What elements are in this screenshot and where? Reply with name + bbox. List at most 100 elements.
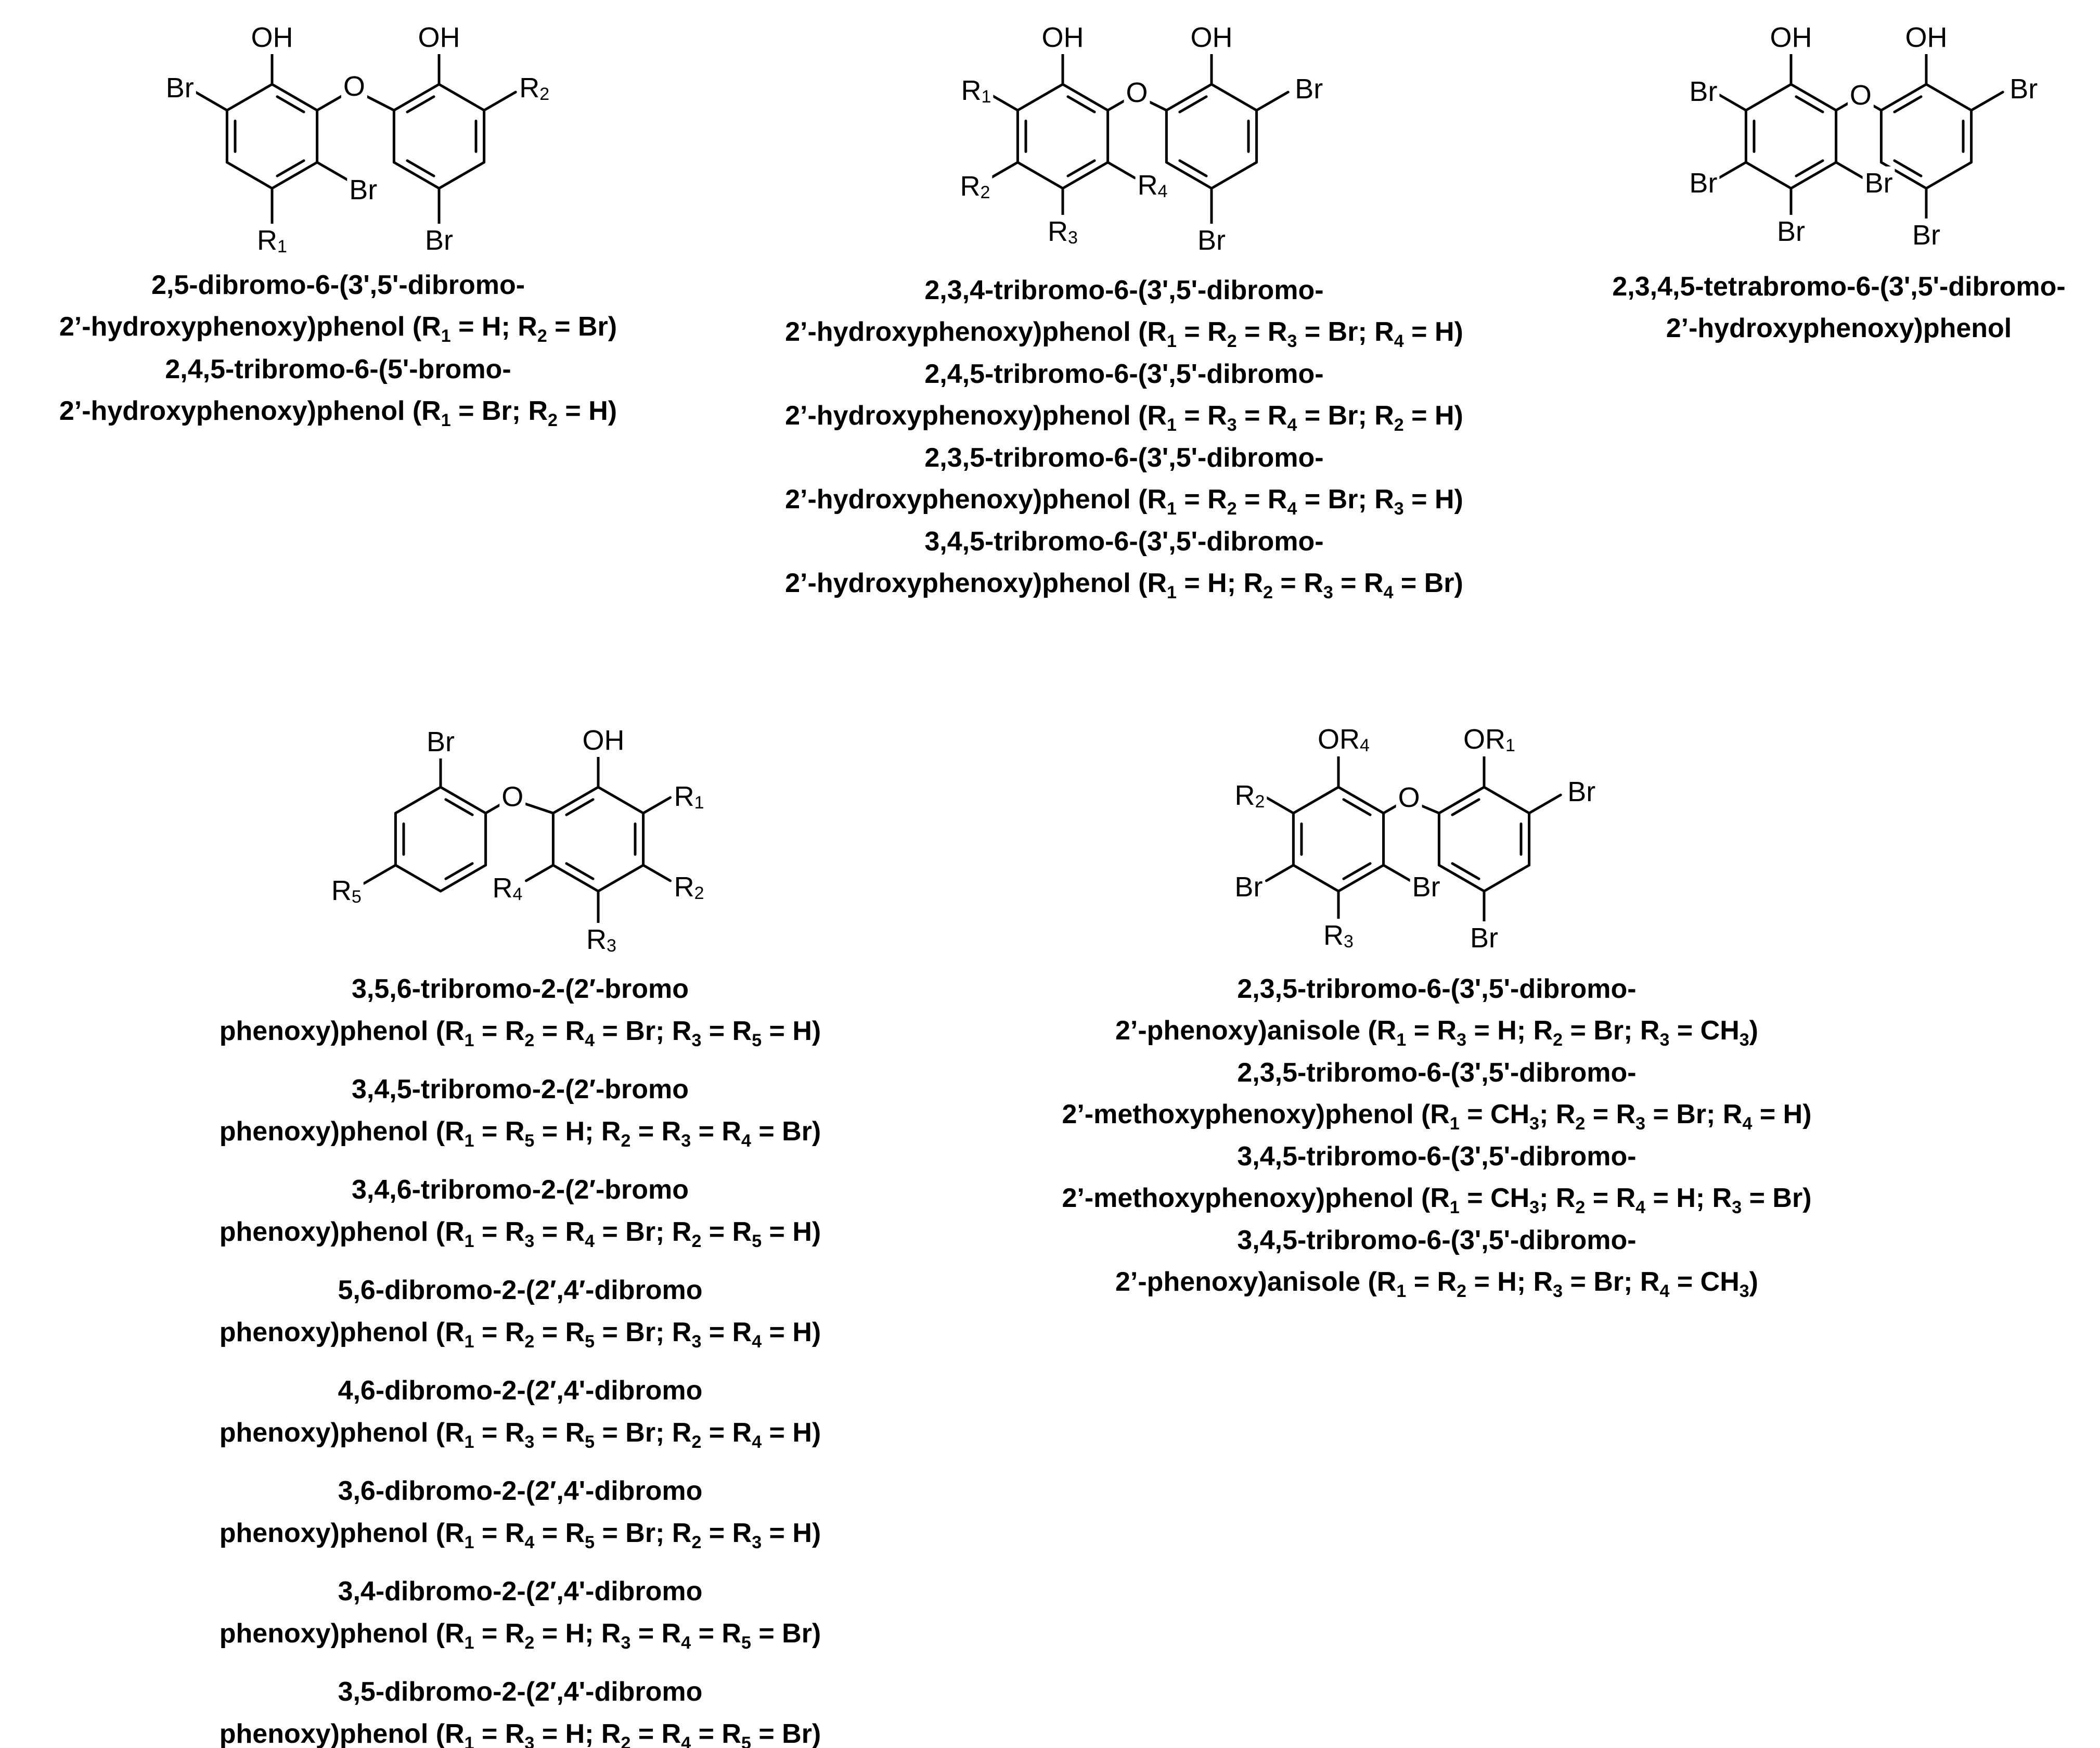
double-bond-line [1066, 159, 1096, 177]
r2-label: R2 [519, 72, 549, 104]
structure-5-caption-4-line-2: 2’-phenoxy)anisole (R1 = R2 = H; R3 = Br… [1115, 1267, 1758, 1301]
substituent-bond [363, 864, 397, 885]
substituent-bond [524, 864, 555, 882]
label-background [1232, 779, 1267, 813]
ring-bond [1483, 864, 1531, 893]
bromine-label: Br [1470, 922, 1498, 954]
label-background [1396, 781, 1422, 814]
structure-2-caption-3-line-1: 2,3,5-tribromo-6-(3',5'-dibromo- [924, 443, 1323, 473]
hydroxyl-label: OH [583, 725, 625, 756]
structure-1-caption-1-line-1: 2,5-dibromo-6-(3',5'-dibromo- [151, 270, 525, 300]
bromine-label: Br [1567, 776, 1595, 807]
ring-bond [392, 83, 441, 112]
label-background [1903, 21, 1950, 54]
label-background [423, 224, 456, 257]
double-bond-line [565, 862, 595, 880]
ring-bond [1165, 161, 1213, 190]
structure-3-caption-1-line-1: 2,3,4,5-tetrabromo-6-(3',5'-dibromo- [1612, 272, 2065, 302]
double-bond-line [406, 95, 435, 113]
substituent-bond [1717, 161, 1747, 179]
or4-label: OR4 [1318, 724, 1370, 755]
bromine-label: Br [1689, 168, 1717, 199]
bromine-label: Br [1777, 216, 1805, 247]
label-background [1410, 870, 1442, 904]
structure-4-caption-4-line-2: phenoxy)phenol (R1 = R2 = R5 = Br; R3 = … [220, 1317, 821, 1352]
double-bond-line [1342, 798, 1372, 816]
structure-5-caption-1-line-1: 2,3,5-tribromo-6-(3',5'-dibromo- [1237, 974, 1636, 1004]
substituent-bond [989, 93, 1019, 112]
double-bond-line [1342, 862, 1372, 880]
label-background [499, 780, 526, 814]
double-bond-line [276, 159, 305, 177]
label-background [1188, 21, 1235, 54]
structure-2-caption-4-line-2: 2’-hydroxyphenoxy)phenol (R1 = H; R2 = R… [785, 568, 1463, 602]
structure-4-caption-4-line-1: 5,6-dibromo-2-(2′,4′-dibromo [338, 1275, 703, 1305]
hydroxyl-label: OH [418, 22, 460, 53]
structure-4-caption-8-line-1: 3,5-dibromo-2-(2′,4'-dibromo [338, 1677, 703, 1707]
label-background [490, 871, 525, 905]
structure-5-caption-1-line-2: 2’-phenoxy)anisole (R1 = R3 = H; R2 = Br… [1115, 1016, 1758, 1050]
label-background [1862, 166, 1895, 200]
ring-bond [1789, 83, 1838, 112]
label-background [1124, 76, 1150, 109]
ether-oxygen-label: O [1850, 80, 1872, 111]
r2-label: R2 [1234, 780, 1265, 812]
structure-4-caption-5-line-1: 4,6-dibromo-2-(2′,4'-dibromo [338, 1376, 703, 1406]
structure-4-caption-5-line-2: phenoxy)phenol (R1 = R3 = R5 = Br; R2 = … [220, 1418, 821, 1452]
label-background [329, 874, 364, 908]
ring-bond [597, 786, 645, 815]
substituent-bond [483, 91, 517, 112]
label-background [1775, 215, 1808, 248]
double-bond-line [1451, 862, 1480, 880]
label-background [249, 21, 295, 54]
ring-bond [394, 864, 442, 893]
ring-bond [1925, 161, 1973, 190]
ring-bond [551, 864, 600, 893]
structure-4-caption-3-line-2: phenoxy)phenol (R1 = R3 = R4 = Br; R2 = … [220, 1217, 821, 1251]
label-background [1461, 723, 1517, 756]
label-background [1039, 21, 1086, 54]
substituent-bond [1106, 161, 1137, 179]
structure-1-caption-1-line-2: 2’-hydroxyphenoxy)phenol (R1 = H; R2 = B… [59, 312, 617, 346]
ring-bond [1437, 864, 1486, 893]
ring-bond [225, 83, 274, 112]
label-background [1687, 166, 1720, 200]
structure-4-caption-6-line-2: phenoxy)phenol (R1 = R4 = R5 = Br; R2 = … [220, 1518, 821, 1552]
double-bond-line [1893, 159, 1923, 177]
substituent-bond [1382, 864, 1412, 882]
r1-label: R1 [961, 75, 991, 107]
label-background [959, 74, 994, 108]
hydroxyl-label: OH [1905, 22, 1948, 53]
hydroxyl-label: OH [251, 22, 293, 53]
ring-bond [1483, 786, 1531, 815]
ring-bond [1292, 864, 1340, 893]
ring-bond [1789, 161, 1838, 190]
structure-2-caption-2-line-1: 2,4,5-tribromo-6-(3',5'-dibromo- [924, 359, 1323, 389]
ring-bond [1016, 161, 1064, 190]
structure-4-caption-8-line-2: phenoxy)phenol (R1 = R3 = H; R2 = R4 = R… [220, 1719, 821, 1748]
double-bond-line [1178, 95, 1208, 113]
bromine-label: Br [166, 72, 194, 104]
r5-label: R5 [331, 875, 362, 907]
double-bond-line [565, 798, 595, 816]
label-background [1046, 215, 1080, 249]
bromine-label: Br [1912, 220, 1940, 251]
bromine-label: Br [425, 225, 453, 256]
structure-2-caption-2-line-2: 2’-hydroxyphenoxy)phenol (R1 = R3 = R4 =… [785, 401, 1463, 435]
double-bond-line [1178, 159, 1208, 177]
ring-bond [1165, 83, 1213, 112]
double-bond-line [1795, 95, 1824, 113]
bromine-label: Br [1295, 73, 1323, 105]
ring-bond [439, 864, 487, 893]
double-bond-line [276, 95, 305, 113]
ring-bond [1061, 161, 1110, 190]
bromine-label: Br [427, 726, 455, 757]
structure-5-caption-2-line-1: 2,3,5-tribromo-6-(3',5'-dibromo- [1237, 1058, 1636, 1088]
substituent-bond [316, 161, 350, 182]
ring-bond [1292, 786, 1340, 815]
r1-label: R1 [674, 781, 704, 813]
